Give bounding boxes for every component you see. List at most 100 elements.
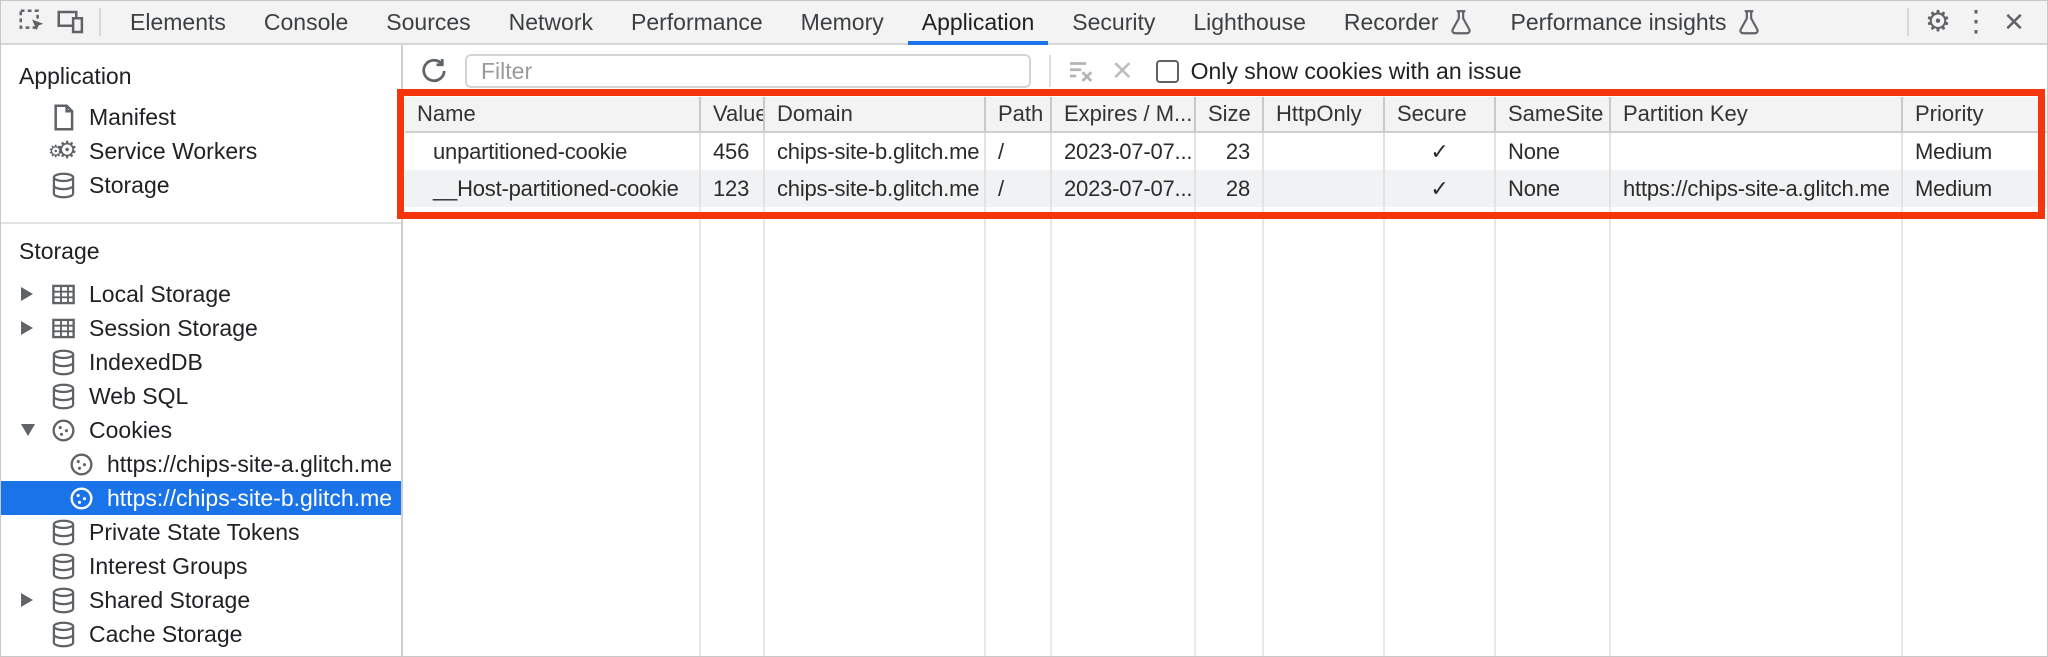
close-devtools-icon[interactable]: ✕ — [1995, 2, 2033, 42]
column-header-secure[interactable]: Secure — [1385, 97, 1496, 131]
cookie-icon — [47, 418, 79, 443]
tab-label: Lighthouse — [1193, 8, 1306, 35]
column-header-path[interactable]: Path — [986, 97, 1052, 131]
tab-network[interactable]: Network — [490, 1, 612, 44]
delete-selected-icon[interactable]: ✕ — [1111, 55, 1134, 86]
tab-lighthouse[interactable]: Lighthouse — [1174, 1, 1325, 44]
sidebar-item-storage[interactable]: Storage — [1, 168, 401, 202]
sidebar-item-cookies-chips-site-b[interactable]: https://chips-site-b.glitch.me — [1, 481, 401, 515]
sidebar-item-cache-storage[interactable]: Cache Storage — [1, 617, 401, 651]
sidebar-item-interest-groups[interactable]: Interest Groups — [1, 549, 401, 583]
tab-recorder[interactable]: Recorder — [1325, 1, 1492, 44]
kebab-glyph: ⋮ — [1961, 5, 1991, 38]
tab-memory[interactable]: Memory — [782, 1, 903, 44]
sidebar-item-label: Shared Storage — [89, 586, 251, 613]
sidebar-item-label: https://chips-site-a.glitch.me — [107, 450, 393, 477]
tab-label: Console — [263, 8, 349, 35]
sidebar-item-cookies-chips-site-a[interactable]: https://chips-site-a.glitch.me — [1, 447, 401, 481]
panel-tabs: Elements Console Sources Network Perform… — [111, 1, 1780, 46]
chevron-right-icon[interactable] — [21, 287, 47, 301]
column-header-value[interactable]: Value — [701, 97, 765, 131]
cell-httponly — [1264, 170, 1385, 207]
chevron-right-icon[interactable] — [21, 321, 47, 335]
tab-application[interactable]: Application — [903, 1, 1054, 46]
chevron-right-icon[interactable] — [21, 593, 47, 607]
column-header-partition-key[interactable]: Partition Key — [1611, 97, 1903, 131]
cell-samesite: None — [1496, 133, 1611, 170]
cell-size: 23 — [1196, 133, 1264, 170]
tab-elements[interactable]: Elements — [111, 1, 245, 44]
sidebar-item-label: Session Storage — [89, 314, 258, 341]
sidebar-item-cookies[interactable]: Cookies — [1, 413, 401, 447]
tab-performance[interactable]: Performance — [612, 1, 782, 44]
tab-performance-insights[interactable]: Performance insights — [1492, 1, 1780, 44]
sidebar-item-service-workers[interactable]: ⚙⚙ Service Workers — [1, 134, 401, 168]
topbar-divider — [1907, 8, 1909, 36]
gears-icon: ⚙⚙ — [48, 137, 78, 164]
document-icon — [47, 103, 79, 132]
tab-label: Recorder — [1343, 8, 1439, 35]
issues-only-checkbox[interactable] — [1155, 59, 1179, 83]
database-icon — [47, 519, 79, 546]
experiment-flask-icon — [1737, 9, 1761, 35]
tab-label: Elements — [130, 8, 226, 35]
cell-samesite: None — [1496, 170, 1611, 207]
column-header-samesite[interactable]: SameSite — [1496, 97, 1611, 131]
settings-gear-icon[interactable]: ⚙ — [1919, 2, 1957, 42]
sidebar-item-web-sql[interactable]: Web SQL — [1, 379, 401, 413]
cookie-row-host-partitioned[interactable]: __Host-partitioned-cookie 123 chips-site… — [405, 170, 2047, 207]
cell-httponly — [1264, 133, 1385, 170]
sidebar-item-session-storage[interactable]: Session Storage — [1, 311, 401, 345]
tab-label: Application — [921, 8, 1035, 35]
cookie-icon — [65, 452, 97, 477]
tab-label: Memory — [800, 8, 884, 35]
sidebar-item-shared-storage[interactable]: Shared Storage — [1, 583, 401, 617]
cookie-row-unpartitioned[interactable]: unpartitioned-cookie 456 chips-site-b.gl… — [405, 133, 2047, 170]
tab-sources[interactable]: Sources — [367, 1, 489, 44]
column-header-domain[interactable]: Domain — [765, 97, 986, 131]
table-icon — [47, 282, 79, 307]
column-header-priority[interactable]: Priority — [1903, 97, 2045, 131]
column-header-name[interactable]: Name — [405, 97, 701, 131]
cookie-icon — [65, 486, 97, 511]
refresh-icon[interactable] — [419, 56, 449, 86]
sidebar-item-local-storage[interactable]: Local Storage — [1, 277, 401, 311]
tab-security[interactable]: Security — [1053, 1, 1174, 44]
sidebar-section-storage: Storage — [19, 238, 100, 264]
cell-name: unpartitioned-cookie — [405, 133, 701, 170]
column-header-expires[interactable]: Expires / M... — [1052, 97, 1196, 131]
column-header-size[interactable]: Size — [1196, 97, 1264, 131]
column-header-httponly[interactable]: HttpOnly — [1264, 97, 1385, 131]
sidebar-item-private-state-tokens[interactable]: Private State Tokens — [1, 515, 401, 549]
device-toolbar-icon[interactable] — [51, 2, 89, 42]
tab-console[interactable]: Console — [245, 1, 367, 44]
sidebar-item-label: Private State Tokens — [89, 518, 300, 545]
cell-secure-checkmark: ✓ — [1385, 133, 1496, 170]
gear-glyph: ⚙ — [1925, 5, 1951, 38]
sidebar-item-label: Storage — [89, 171, 170, 198]
sidebar-section-divider — [1, 222, 401, 224]
cell-value: 123 — [701, 170, 765, 207]
sidebar-item-manifest[interactable]: Manifest — [1, 100, 401, 134]
sidebar-item-indexeddb[interactable]: IndexedDB — [1, 345, 401, 379]
clear-filter-icon[interactable] — [1065, 56, 1095, 86]
sidebar-item-label: IndexedDB — [89, 348, 203, 375]
cookies-panel: ✕ Only show cookies with an issue Name V… — [403, 45, 2047, 656]
topbar-divider — [99, 8, 101, 36]
cookie-grid-header: Name Value Domain Path Expires / M... Si… — [405, 97, 2047, 133]
sidebar-item-label: Interest Groups — [89, 552, 248, 579]
more-options-kebab-icon[interactable]: ⋮ — [1957, 2, 1995, 42]
database-icon — [47, 172, 79, 199]
sidebar-item-label: Cache Storage — [89, 620, 243, 647]
cell-path: / — [986, 170, 1052, 207]
inspect-element-icon[interactable] — [13, 2, 51, 42]
cell-value: 456 — [701, 133, 765, 170]
cell-priority: Medium — [1903, 133, 2045, 170]
database-icon — [47, 349, 79, 376]
chevron-down-icon[interactable] — [21, 424, 47, 436]
sidebar-item-label: Service Workers — [89, 137, 258, 164]
database-icon — [47, 621, 79, 648]
tab-label: Performance insights — [1510, 8, 1727, 35]
filter-input[interactable] — [465, 54, 1031, 88]
experiment-flask-icon — [1449, 9, 1473, 35]
